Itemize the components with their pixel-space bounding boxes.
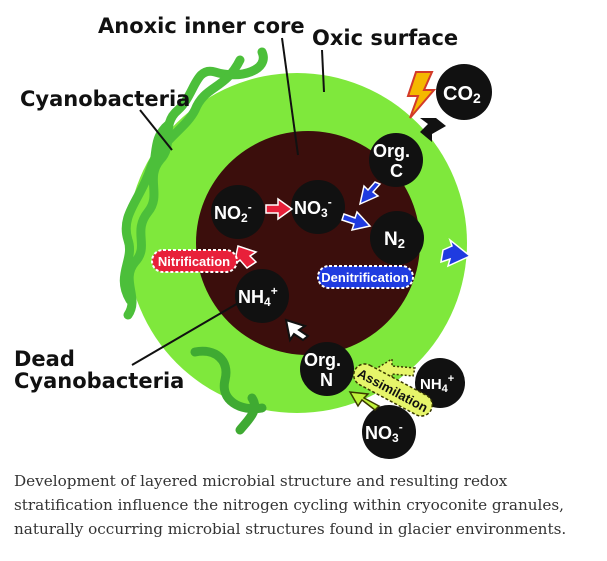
figure-caption: Development of layered microbial structu… xyxy=(14,472,567,538)
nh4-to-no2-arrow xyxy=(232,245,258,269)
anoxic-core-label: Anoxic inner core xyxy=(98,14,305,38)
leader-lines xyxy=(131,37,325,366)
svg-text:NO3-: NO3- xyxy=(365,420,403,445)
svg-text:N: N xyxy=(320,370,333,390)
co2-uptake-arrow xyxy=(420,118,446,142)
nh4-node: NH4+ xyxy=(235,269,289,323)
org-c-node: Org. C xyxy=(369,133,423,187)
cyanobacteria-strands xyxy=(119,47,268,320)
svg-text:NH4+: NH4+ xyxy=(420,373,454,395)
no3-external-node: NO3- xyxy=(362,405,416,459)
svg-text:Org.: Org. xyxy=(304,350,341,370)
dead-cyanobacteria-leader xyxy=(131,301,241,366)
svg-text:NO3-: NO3- xyxy=(294,195,332,220)
dead-cyanobacteria-label-line2: Cyanobacteria xyxy=(14,369,184,393)
nitrification-arrows xyxy=(232,197,294,269)
nitrification-tag: Nitrification xyxy=(151,249,238,273)
svg-text:Nitrification: Nitrification xyxy=(158,254,230,269)
oxic-surface-label: Oxic surface xyxy=(312,26,458,50)
svg-text:N2: N2 xyxy=(384,229,405,251)
no3-uptake-arrow xyxy=(348,391,381,411)
svg-text:NH4+: NH4+ xyxy=(238,284,278,309)
no3-node: NO3- xyxy=(291,180,345,234)
anoxic-core-leader xyxy=(281,37,299,156)
orgc-to-n2-arrow xyxy=(358,181,382,206)
cyanobacteria-leader xyxy=(139,109,173,151)
oxic-surface-leader xyxy=(321,49,325,93)
co2-node: CO2 xyxy=(436,64,492,120)
n2-release-arrow xyxy=(440,237,472,268)
cryoconite-granule-diagram: Anoxic inner core Oxic surface Cyanobact… xyxy=(14,14,492,459)
no2-node: NO2- xyxy=(211,185,265,239)
svg-text:NO2-: NO2- xyxy=(214,200,252,225)
org-n-node: Org. N xyxy=(300,342,354,396)
dead-cyanobacteria-label-line1: Dead xyxy=(14,347,75,371)
cyanobacteria-label: Cyanobacteria xyxy=(20,87,190,111)
no3-to-n2-arrow xyxy=(341,210,372,232)
svg-text:CO2: CO2 xyxy=(443,83,481,106)
svg-text:Denitrification: Denitrification xyxy=(321,270,408,285)
n2-node: N2 xyxy=(370,211,424,265)
orgn-to-nh4-arrow xyxy=(284,318,310,343)
lightning-icon xyxy=(406,71,437,119)
svg-text:C: C xyxy=(390,161,403,181)
no2-to-no3-arrow xyxy=(265,197,294,221)
denitrification-tag: Denitrification xyxy=(317,265,414,289)
svg-text:Org.: Org. xyxy=(373,141,410,161)
denitrification-arrows xyxy=(341,181,472,268)
dead-cyanobacteria-strands xyxy=(190,346,267,435)
